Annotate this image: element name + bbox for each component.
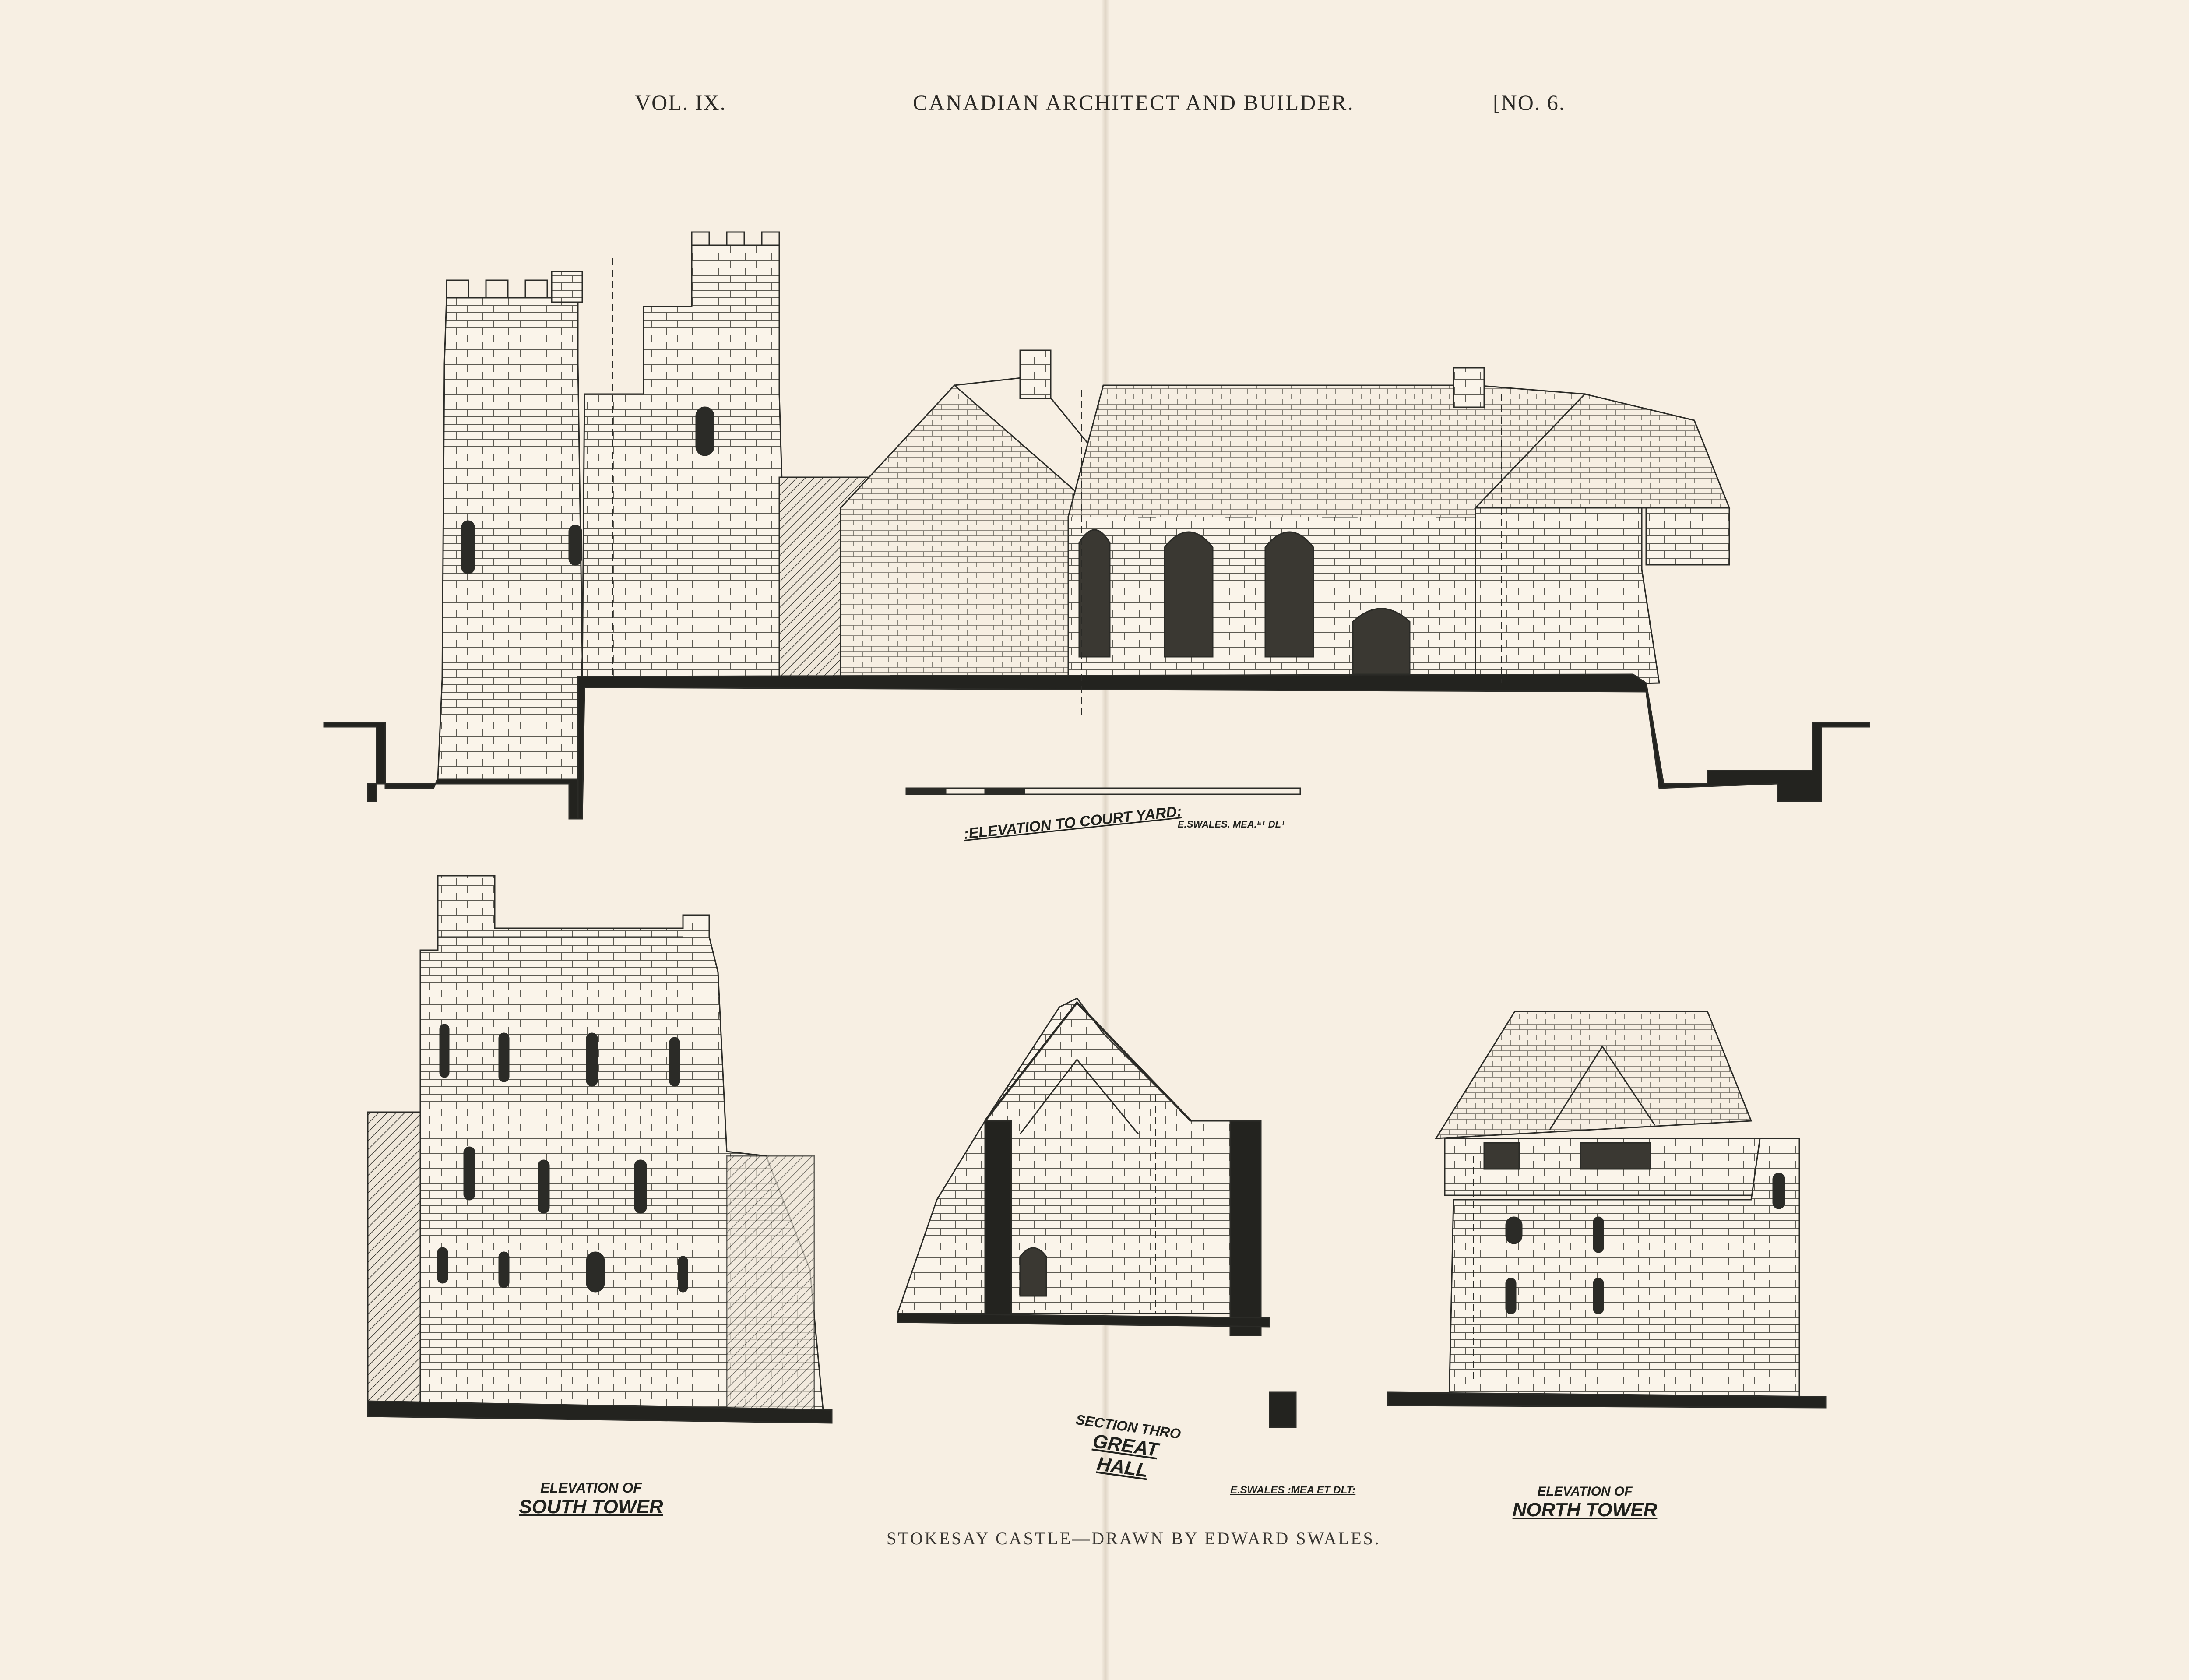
courtyard-elevation xyxy=(323,231,1870,820)
north-tower-caption: ELEVATION OF NORTH TOWER xyxy=(1506,1484,1664,1521)
south-tower-caption-line2: SOUTH TOWER xyxy=(519,1496,663,1518)
volume-label: VOL. IX. xyxy=(635,90,727,115)
south-tower-caption: ELEVATION OF SOUTH TOWER xyxy=(508,1480,674,1518)
great-hall-section xyxy=(896,997,1297,1428)
courtyard-signature: E.SWALES. MEA.ᴱᵀ DLᵀ xyxy=(1178,819,1285,830)
north-tower-elevation xyxy=(1387,1011,1827,1409)
south-tower-caption-line1: ELEVATION OF xyxy=(540,1480,642,1496)
section-signature: E.SWALES :MEA ET DLT: xyxy=(1230,1484,1356,1496)
issue-number: [NO. 6. xyxy=(1493,90,1566,115)
north-tower-caption-line2: NORTH TOWER xyxy=(1512,1499,1658,1521)
north-tower-caption-line1: ELEVATION OF xyxy=(1537,1484,1633,1499)
south-tower-elevation xyxy=(367,875,833,1424)
journal-title: CANADIAN ARCHITECT AND BUILDER. xyxy=(913,90,1355,115)
drawing-credit: STOKESAY CASTLE—DRAWN BY EDWARD SWALES. xyxy=(887,1529,1381,1548)
